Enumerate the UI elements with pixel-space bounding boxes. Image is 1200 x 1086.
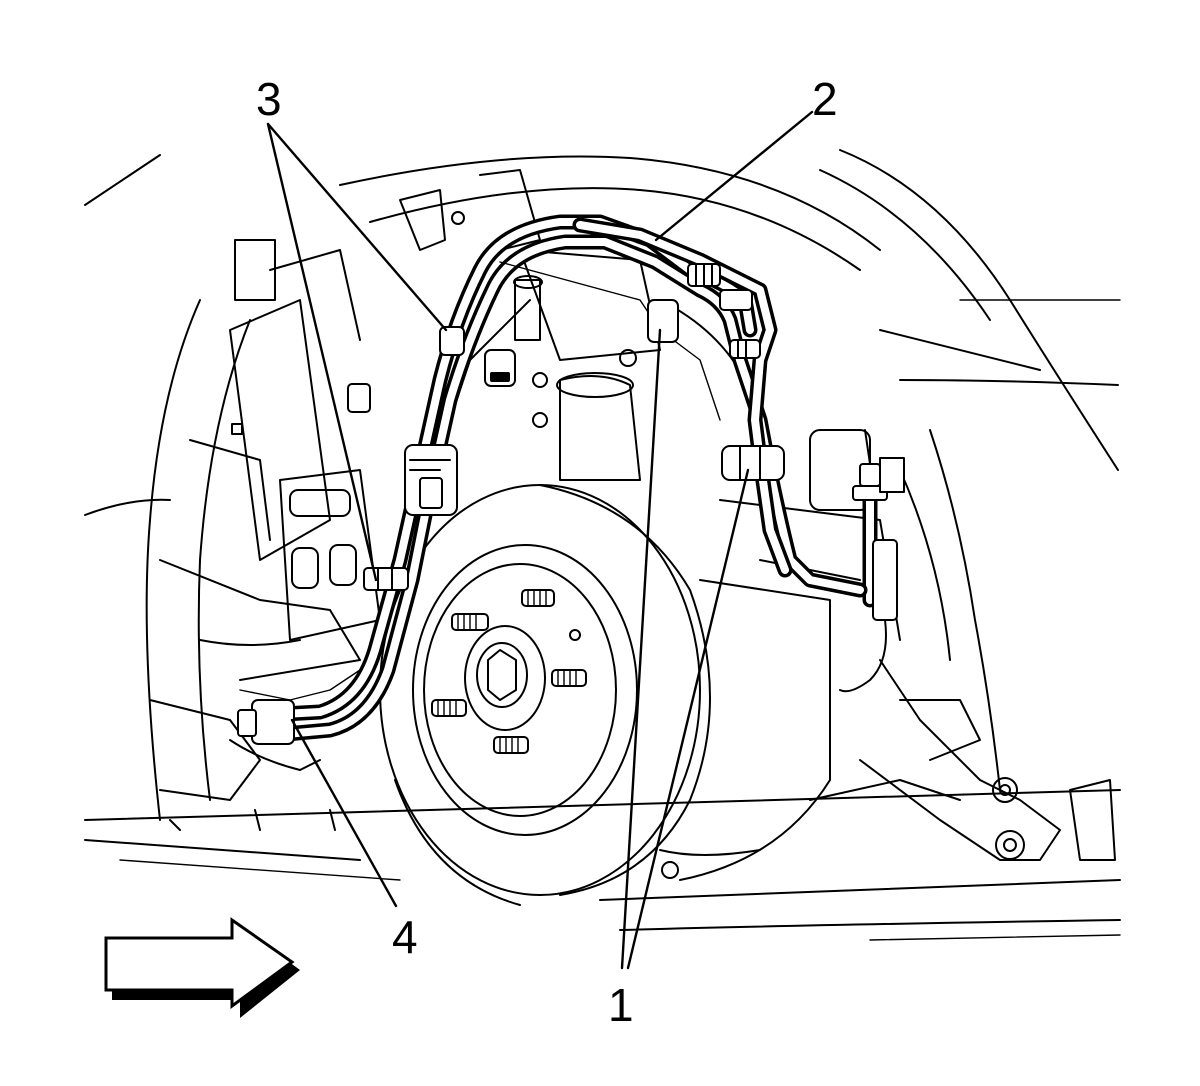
- brake-line-clips: [237, 263, 785, 745]
- callout-3: 3: [256, 73, 282, 125]
- flex-brake-hose: [839, 429, 905, 693]
- clip-lower-left: [363, 567, 409, 591]
- clip-upper-left: [439, 326, 516, 387]
- leader-lines: [266, 110, 814, 970]
- callout-2: 2: [812, 73, 838, 125]
- arrow-right-outline-icon: [104, 917, 300, 1018]
- rear-suspension-arm: [659, 659, 1116, 879]
- wheelhouse-outline: [84, 149, 1121, 941]
- brake-rotor: [379, 484, 711, 906]
- inner-structure: [149, 169, 541, 831]
- wheel-studs: [431, 589, 587, 754]
- clip-center-left: [404, 444, 458, 516]
- clip-bottom-fitting: [237, 699, 295, 745]
- clip-right: [721, 445, 785, 481]
- clip-upper-right: [647, 263, 753, 343]
- callout-4: 4: [392, 911, 418, 963]
- callout-1: 1: [608, 979, 634, 1031]
- wheel-hub: [464, 625, 581, 731]
- line-fitting-right: [729, 339, 761, 359]
